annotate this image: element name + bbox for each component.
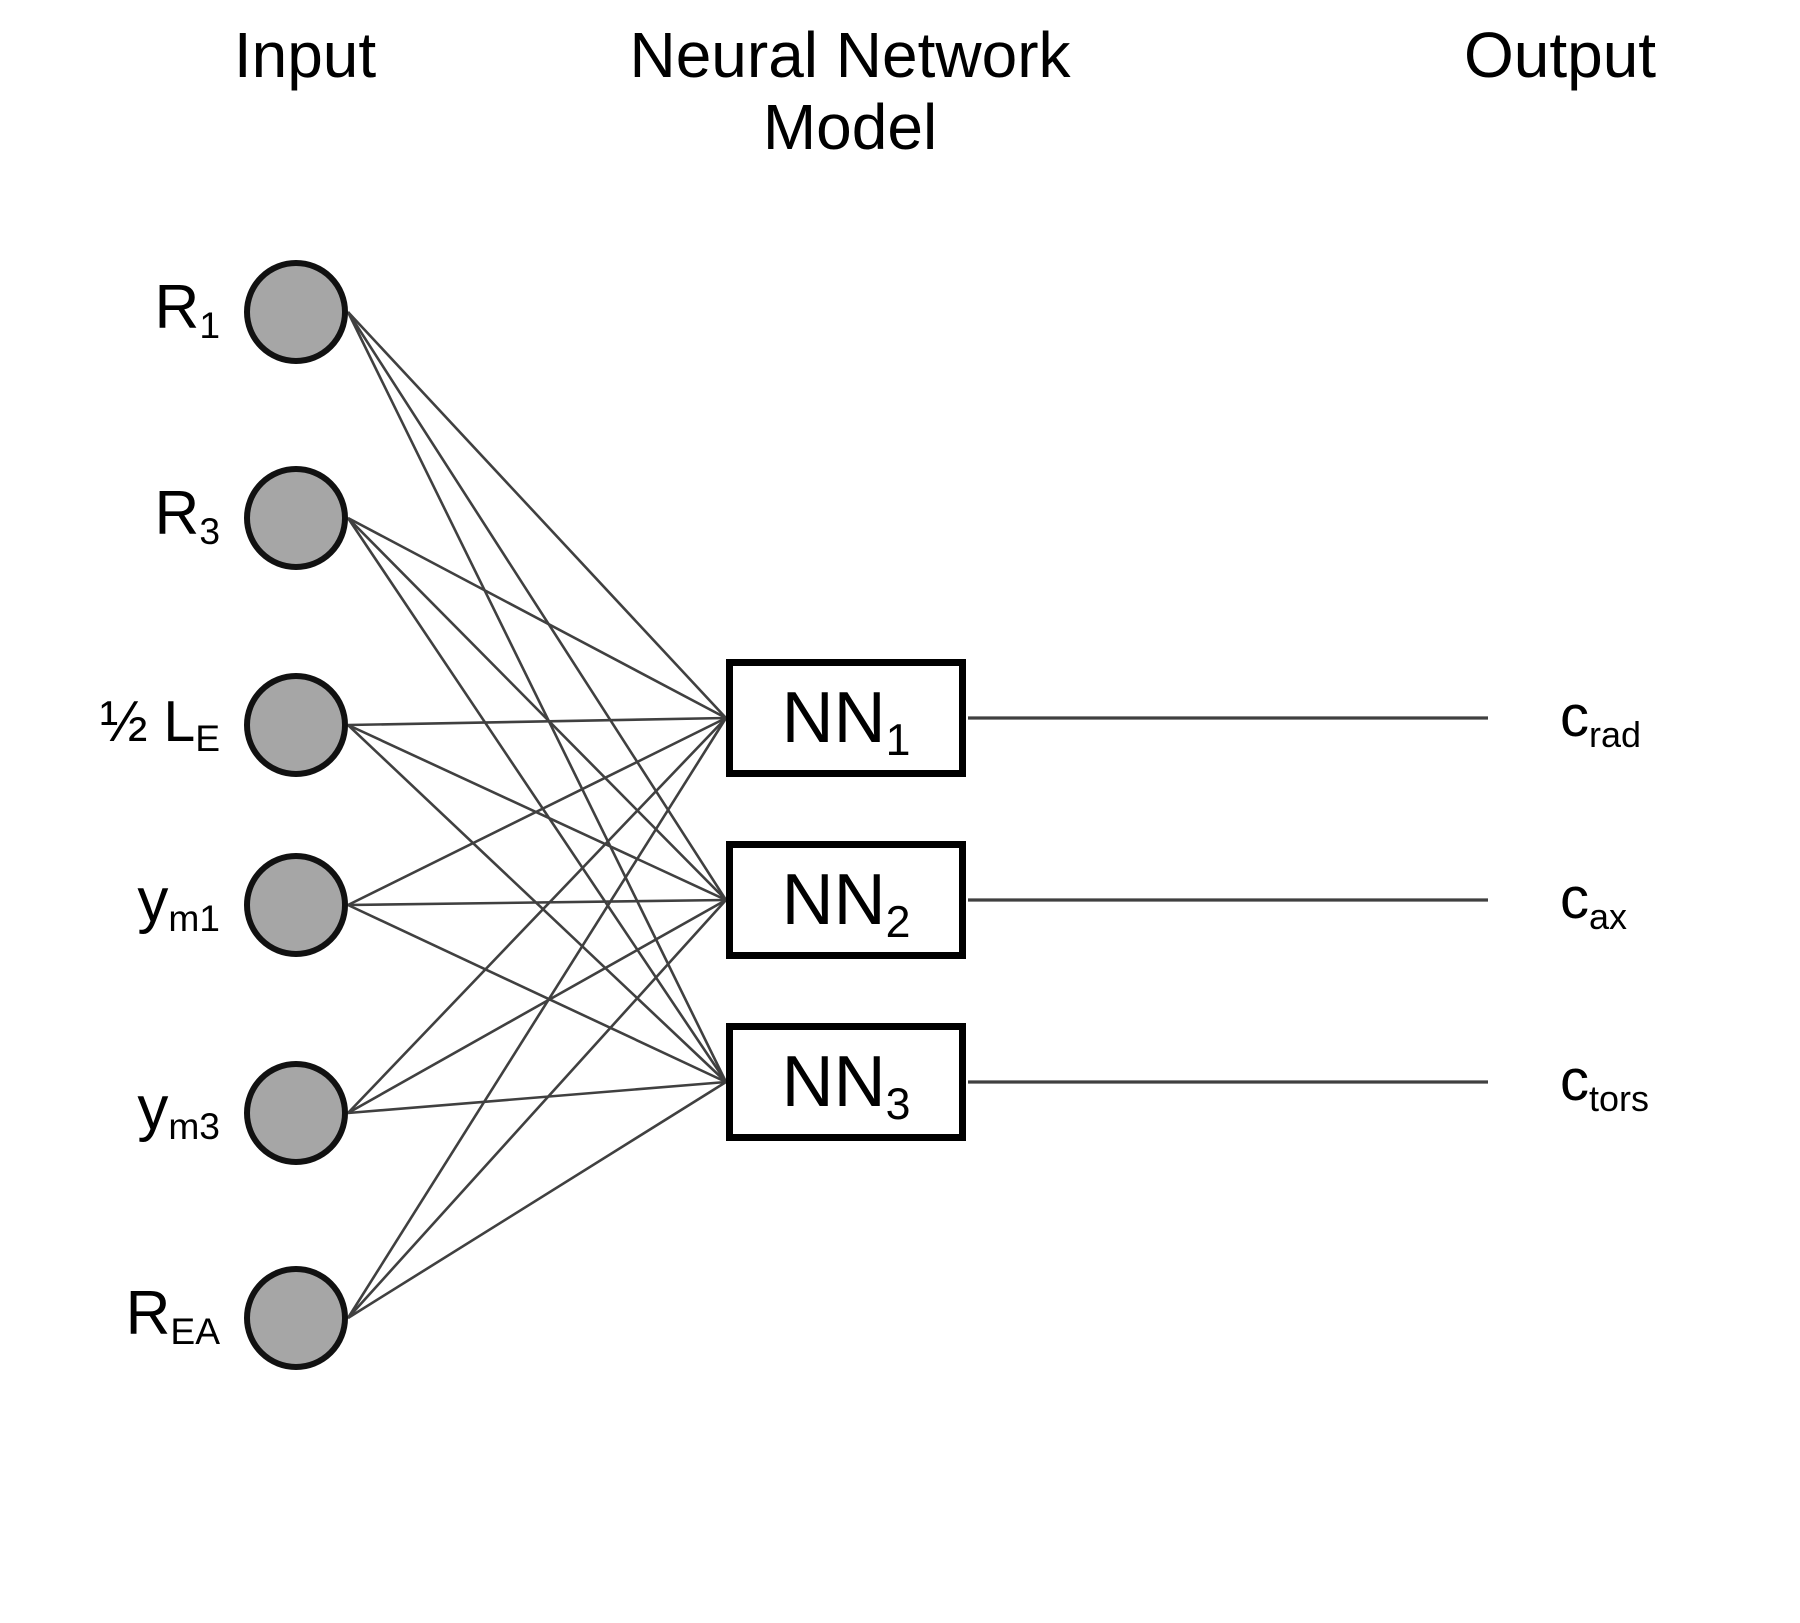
edge-REA-NN2 — [347, 899, 727, 1319]
input-label-REA-sub: EA — [170, 1310, 220, 1353]
input-label-half-LE-base: ½ L — [100, 690, 196, 754]
input-label-R3: R3 — [20, 483, 220, 551]
input-label-R1-base: R — [154, 273, 200, 342]
output-label-c-ax: cax — [1560, 870, 1627, 935]
edge-R3-NN3 — [346, 517, 728, 1083]
edge-ym1-NN1 — [347, 716, 727, 907]
output-label-c-tors: ctors — [1560, 1052, 1649, 1117]
edge-R1-NN2 — [346, 311, 728, 901]
input-label-ym1-base: y — [137, 866, 169, 935]
input-node-ym1[interactable] — [244, 853, 348, 957]
input-to-nn-edges — [346, 311, 728, 1320]
edge-ym3-NN1 — [347, 717, 727, 1114]
nn-box-NN2-sub: 2 — [885, 898, 911, 948]
edge-ym1-NN3 — [347, 903, 727, 1084]
input-label-half-LE-sub: E — [195, 717, 220, 760]
input-node-R1[interactable] — [244, 260, 348, 364]
input-label-R1: R1 — [20, 277, 220, 345]
column-heading-neural-network-model: Neural Network Model — [629, 19, 1071, 163]
input-label-REA-base: R — [125, 1279, 171, 1348]
input-label-ym3: ym3 — [20, 1078, 220, 1146]
nn-to-output-edges — [968, 716, 1488, 1084]
output-label-c-rad-sub: rad — [1589, 713, 1641, 755]
edge-R3-NN2 — [347, 517, 727, 901]
input-label-ym3-sub: m3 — [168, 1105, 220, 1148]
nn-box-NN1-label: NN1 — [782, 682, 911, 763]
edge-LE-NN1 — [347, 716, 727, 727]
input-label-R1-sub: 1 — [199, 304, 220, 347]
nn-box-NN1-base: NN — [781, 678, 886, 758]
nn-box-NN3-sub: 3 — [885, 1080, 911, 1130]
input-label-REA: REA — [20, 1283, 220, 1351]
edge-R1-NN3 — [346, 311, 728, 1083]
edge-REA-NN3 — [347, 1080, 727, 1320]
input-label-ym1: ym1 — [20, 870, 220, 938]
output-label-c-ax-sub: ax — [1589, 895, 1627, 937]
nn-box-NN3[interactable]: NN3 — [726, 1023, 966, 1141]
output-label-c-rad: crad — [1560, 688, 1641, 753]
column-heading-output: Output — [1463, 19, 1657, 91]
nn-box-NN1[interactable]: NN1 — [726, 659, 966, 777]
edge-ym1-NN2 — [347, 898, 727, 907]
edge-ym3-NN2 — [347, 898, 727, 1115]
output-label-c-rad-base: c — [1560, 684, 1589, 749]
input-label-ym1-sub: m1 — [168, 897, 220, 940]
output-label-c-tors-sub: tors — [1589, 1077, 1649, 1119]
edge-ym3-NN3 — [347, 1080, 727, 1115]
nn-box-NN3-base: NN — [781, 1042, 886, 1122]
input-node-REA[interactable] — [244, 1266, 348, 1370]
column-heading-input: Input — [233, 19, 377, 91]
edge-R3-NN1 — [347, 516, 727, 720]
input-node-LE[interactable] — [244, 673, 348, 777]
input-label-R3-base: R — [154, 479, 200, 548]
nn-box-NN2-base: NN — [781, 860, 886, 940]
edge-R1-NN1 — [347, 311, 727, 719]
input-node-ym3[interactable] — [244, 1061, 348, 1165]
output-label-c-tors-base: c — [1560, 1048, 1589, 1113]
nn-box-NN1-sub: 1 — [885, 716, 911, 766]
edge-REA-NN1 — [346, 717, 728, 1319]
nn-box-NN2-label: NN2 — [782, 864, 911, 945]
input-label-R3-sub: 3 — [199, 510, 220, 553]
nn-box-NN2[interactable]: NN2 — [726, 841, 966, 959]
input-node-R3[interactable] — [244, 466, 348, 570]
input-label-ym3-base: y — [137, 1074, 169, 1143]
output-label-c-ax-base: c — [1560, 866, 1589, 931]
input-label-half-LE: ½ LE — [0, 690, 220, 757]
nn-box-NN3-label: NN3 — [782, 1046, 911, 1127]
